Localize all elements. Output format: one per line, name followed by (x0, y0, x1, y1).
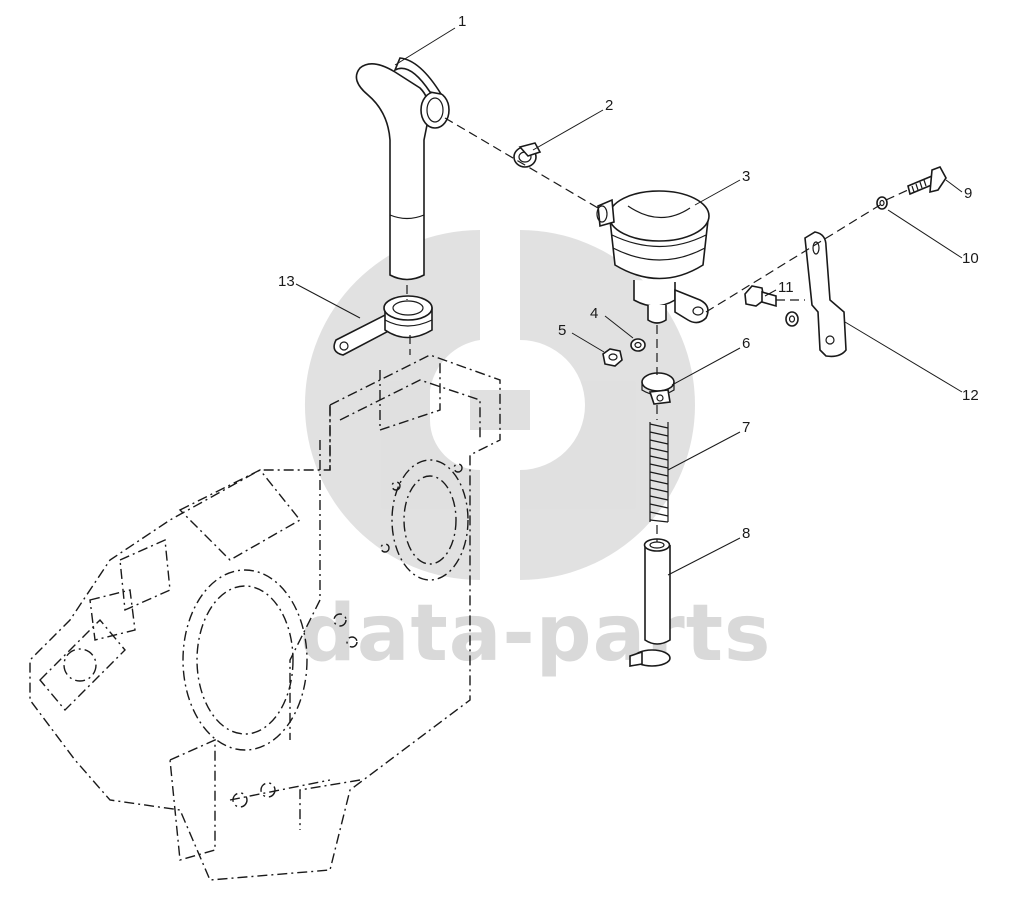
callout-2: 2 (605, 97, 613, 114)
callout-10: 10 (962, 250, 979, 267)
part-5-nut (602, 348, 623, 367)
part-13-grommet-bracket (333, 295, 433, 356)
part-3-breather-canister (596, 190, 710, 324)
part-4-washer (630, 338, 646, 352)
callout-8: 8 (742, 525, 750, 542)
callout-11: 11 (778, 279, 794, 296)
part-8-hose (629, 538, 671, 667)
callout-12: 12 (962, 387, 979, 404)
part-12-bracket (804, 231, 847, 358)
callout-4: 4 (590, 305, 598, 322)
part-10-washer (876, 196, 888, 210)
callout-1: 1 (458, 13, 466, 30)
callout-9: 9 (964, 185, 972, 202)
part-6-hose-clamp (641, 372, 675, 405)
callout-3: 3 (742, 168, 750, 185)
engine-front-housing (29, 354, 501, 881)
callout-7: 7 (742, 419, 750, 436)
watermark-text: data-parts (300, 589, 771, 679)
callout-5: 5 (558, 322, 566, 339)
part-11-bolt-washer (744, 285, 799, 327)
part-1-breather-pipe (355, 57, 450, 281)
callout-labels: 1 2 3 4 5 6 7 8 9 10 11 12 13 (278, 13, 979, 542)
callout-13: 13 (278, 273, 295, 290)
part-7-spring (649, 422, 669, 523)
part-2-hose-clamp (513, 142, 542, 168)
assembly-lines (406, 117, 909, 542)
callout-6: 6 (742, 335, 750, 352)
leader-lines (295, 27, 963, 576)
part-9-bolt (907, 166, 947, 196)
